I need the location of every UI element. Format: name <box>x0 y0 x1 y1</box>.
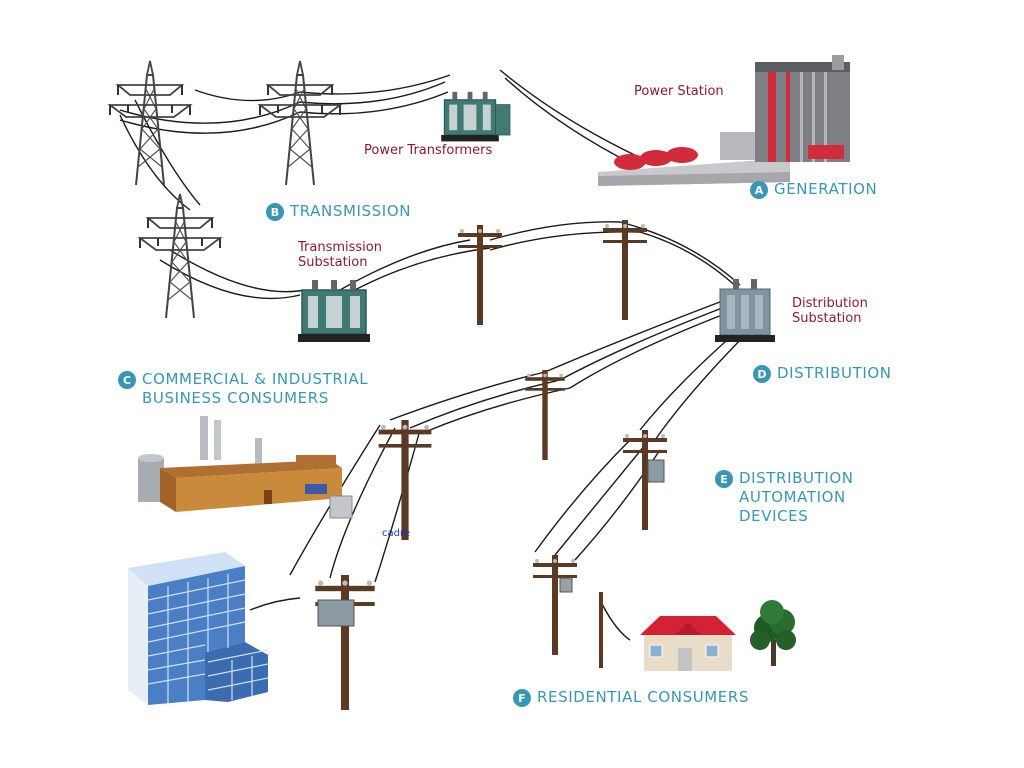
transformer-icon <box>715 279 775 342</box>
utility-pole-icon <box>603 220 647 320</box>
utility-pole-icon <box>315 575 375 710</box>
transmission-substation-label: Transmission Substation <box>298 240 382 270</box>
pole-transformer-icon <box>647 459 665 483</box>
transformer-icon <box>297 279 371 343</box>
pole-transformer-icon <box>317 599 355 627</box>
power-station-icon <box>598 55 850 186</box>
section-badge: A <box>750 181 768 199</box>
section-badge: E <box>715 470 733 488</box>
transmission-tower-icon <box>109 60 191 186</box>
section-residential: F RESIDENTIAL CONSUMERS <box>513 688 749 707</box>
section-badge: F <box>513 689 531 707</box>
tree-icon <box>750 600 796 666</box>
utility-pole-icon <box>533 555 577 655</box>
factory-icon <box>138 416 353 519</box>
house-icon <box>640 616 736 671</box>
section-badge: B <box>266 203 284 221</box>
utility-pole-icon <box>525 370 565 460</box>
power-transformers-label: Power Transformers <box>364 143 493 158</box>
section-badge: D <box>753 365 771 383</box>
office-building-icon <box>128 552 269 705</box>
cadre-label: cadre <box>382 528 411 539</box>
utility-pole-icon <box>458 225 502 325</box>
section-distribution: D DISTRIBUTION <box>753 364 892 383</box>
transformer-icon <box>440 91 511 142</box>
section-generation: A GENERATION <box>750 180 877 199</box>
meter-icon <box>559 577 573 593</box>
distribution-substation-label: Distribution Substation <box>792 296 868 326</box>
section-badge: C <box>118 371 136 389</box>
service-pole <box>599 592 603 668</box>
power-station-label: Power Station <box>634 84 724 99</box>
section-transmission: B TRANSMISSION <box>266 202 411 221</box>
utility-pole-icon <box>378 420 432 540</box>
